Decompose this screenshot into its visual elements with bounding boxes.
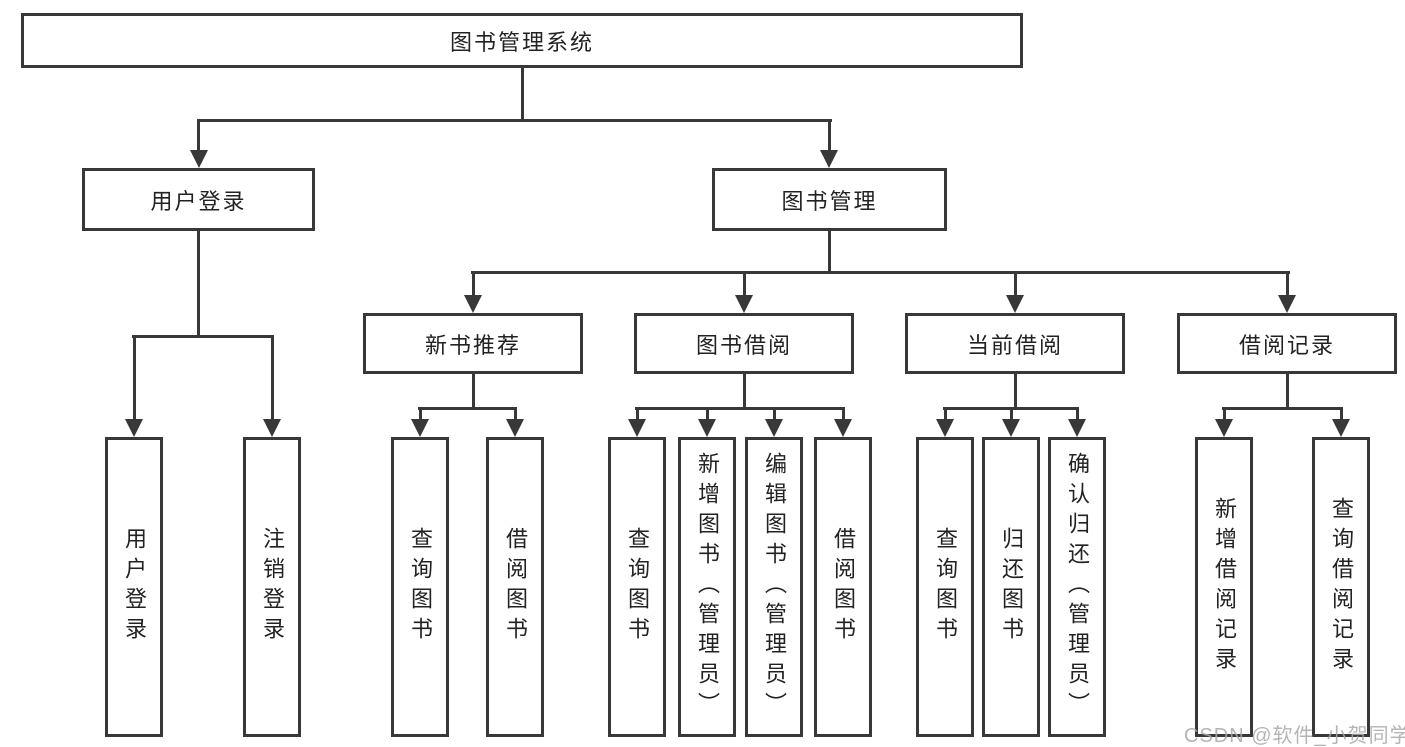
connector-line	[1010, 407, 1013, 423]
connector-line	[472, 271, 475, 299]
node-bb-query-books: 查询图书	[608, 437, 666, 737]
node-cb-return-books: 归还图书	[982, 437, 1040, 737]
node-user-login: 用户登录	[105, 437, 163, 737]
connector-line	[1340, 407, 1343, 423]
node-borrow-records: 借阅记录	[1177, 313, 1397, 374]
arrow-down-icon	[125, 419, 143, 437]
connector-line	[1286, 372, 1289, 410]
arrow-down-icon	[464, 295, 482, 313]
connector-line	[197, 229, 200, 338]
node-bb-edit-books-admin: 编辑图书（管理员）	[745, 437, 803, 737]
arrow-down-icon	[765, 419, 783, 437]
arrow-down-icon	[735, 295, 753, 313]
node-br-add-record: 新增借阅记录	[1195, 437, 1253, 737]
node-nbr-query-books: 查询图书	[391, 437, 449, 737]
connector-line	[1014, 372, 1017, 410]
connector-line	[828, 229, 831, 274]
node-new-book-recommend: 新书推荐	[363, 313, 583, 374]
connector-line	[743, 271, 746, 299]
connector-line	[133, 335, 136, 421]
connector-line	[706, 407, 709, 423]
node-cb-confirm-return-admin: 确认归还（管理员）	[1048, 437, 1106, 737]
arrow-down-icon	[834, 419, 852, 437]
connector-line	[828, 119, 831, 152]
arrow-down-icon	[936, 419, 954, 437]
connector-line	[944, 407, 947, 423]
arrow-down-icon	[190, 150, 208, 168]
arrow-down-icon	[1002, 419, 1020, 437]
connector-line	[471, 271, 1290, 274]
arrow-down-icon	[411, 419, 429, 437]
connector-line	[1014, 271, 1017, 299]
arrow-down-icon	[628, 419, 646, 437]
arrow-down-icon	[263, 419, 281, 437]
node-book-borrow: 图书借阅	[634, 313, 854, 374]
arrow-down-icon	[506, 419, 524, 437]
connector-line	[418, 407, 517, 410]
connector-line	[743, 372, 746, 410]
arrow-down-icon	[1006, 295, 1024, 313]
connector-line	[197, 119, 200, 152]
connector-line	[472, 372, 475, 410]
arrow-down-icon	[1278, 295, 1296, 313]
arrow-down-icon	[820, 150, 838, 168]
node-logout: 注销登录	[243, 437, 301, 737]
connector-line	[197, 119, 832, 122]
connector-line	[1223, 407, 1226, 423]
connector-line	[842, 407, 845, 423]
connector-line	[1222, 407, 1343, 410]
connector-line	[514, 407, 517, 423]
node-br-query-record: 查询借阅记录	[1312, 437, 1370, 737]
node-bb-borrow-books: 借阅图书	[814, 437, 872, 737]
connector-line	[635, 407, 845, 410]
node-book-management: 图书管理	[712, 168, 947, 231]
connector-line	[636, 407, 639, 423]
arrow-down-icon	[1215, 419, 1233, 437]
connector-line	[773, 407, 776, 423]
csdn-watermark: CSDN @软件_小贺同学	[1184, 725, 1405, 747]
connector-line	[132, 335, 274, 338]
connector-line	[1286, 271, 1289, 299]
node-current-borrow: 当前借阅	[905, 313, 1125, 374]
arrow-down-icon	[1068, 419, 1086, 437]
node-bb-add-books-admin: 新增图书（管理员）	[678, 437, 736, 737]
connector-line	[521, 68, 524, 122]
node-root: 图书管理系统	[21, 13, 1023, 68]
arrow-down-icon	[1332, 419, 1350, 437]
connector-line	[271, 335, 274, 421]
connector-line	[1076, 407, 1079, 423]
arrow-down-icon	[698, 419, 716, 437]
connector-line	[419, 407, 422, 423]
node-cb-query-books: 查询图书	[916, 437, 974, 737]
node-user-login-group: 用户登录	[82, 168, 315, 231]
node-nbr-borrow-books: 借阅图书	[486, 437, 544, 737]
